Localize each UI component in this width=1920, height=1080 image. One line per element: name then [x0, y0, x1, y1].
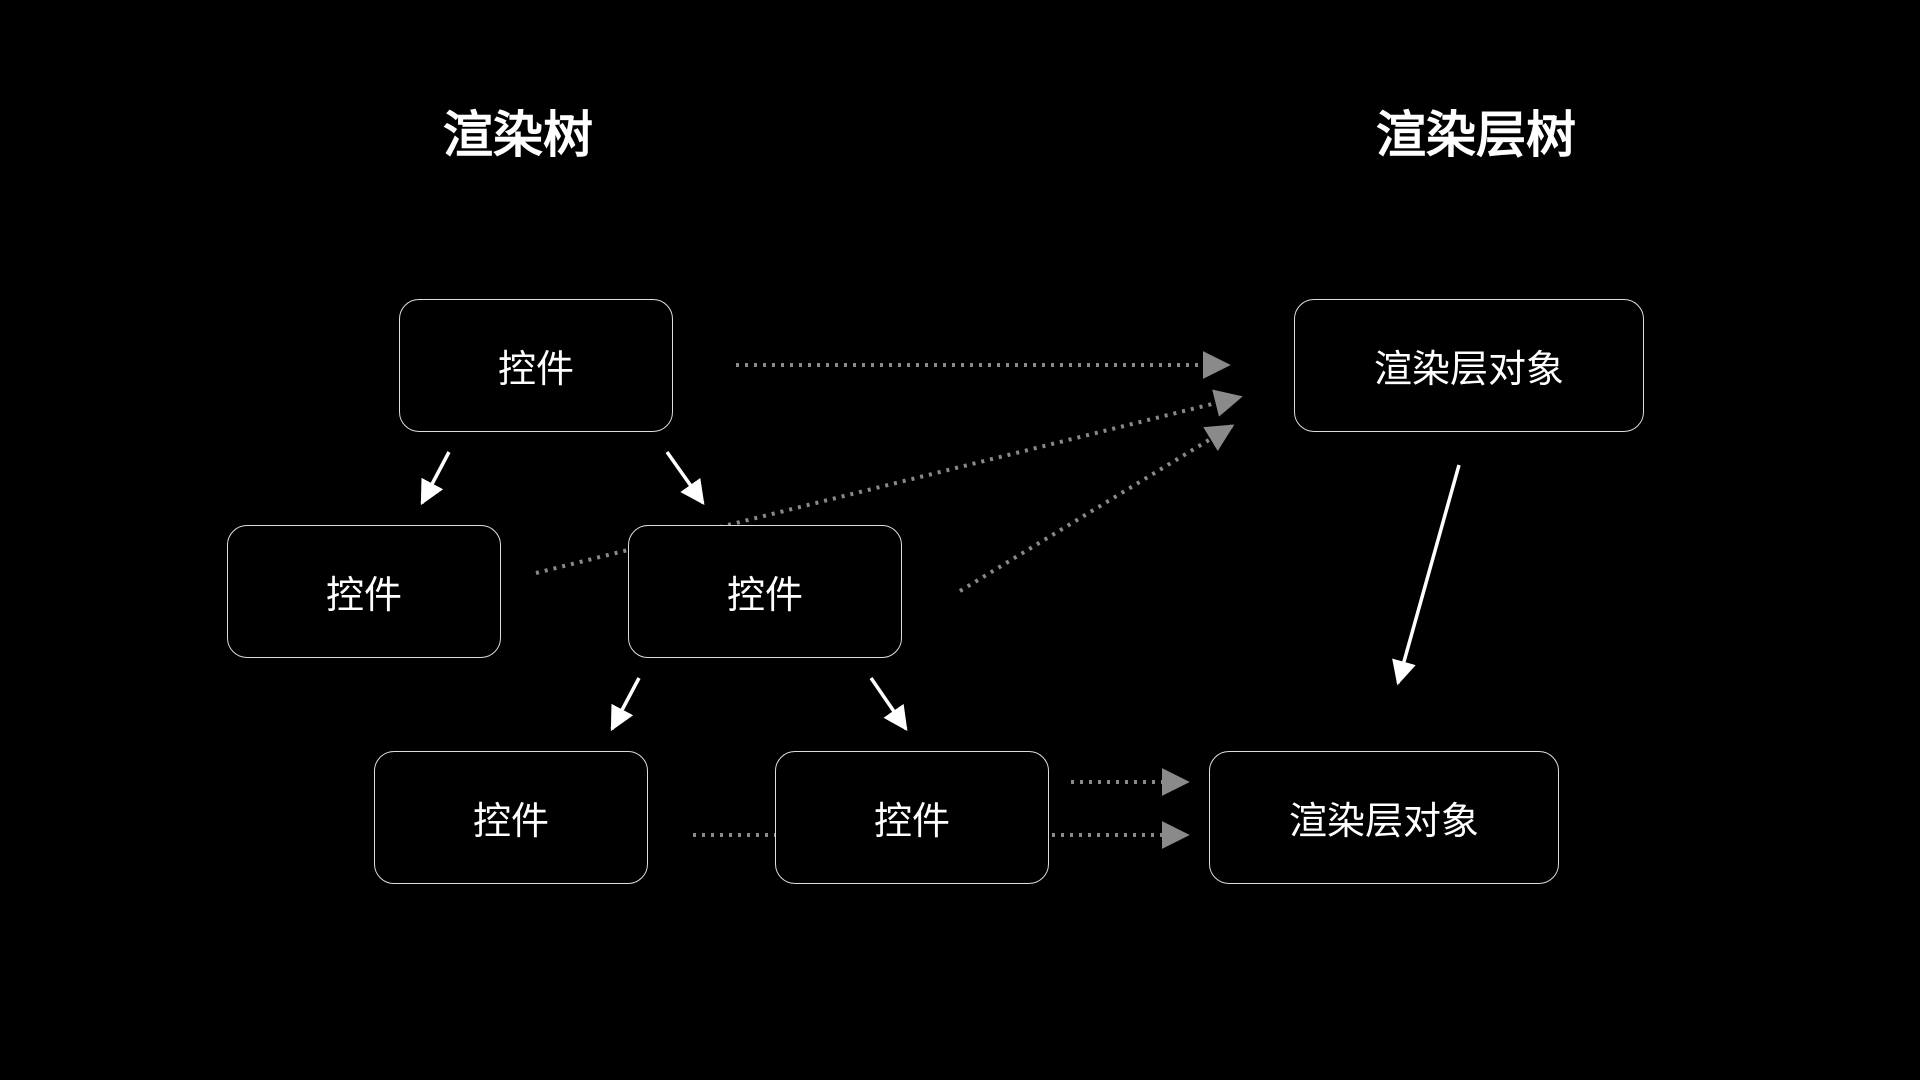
solid-arrow-root-to-mid [665, 450, 705, 506]
layer-object-node-top: 渲染层对象 [1294, 299, 1644, 432]
widget-node-middle: 控件 [628, 525, 902, 658]
solid-arrow-mid-to-bottom-right [869, 677, 908, 732]
widget-node-bottom-right: 控件 [775, 751, 1049, 884]
solid-arrow-root-to-left [420, 451, 451, 506]
dotted-arrow-left-to-layer-top [535, 389, 1243, 575]
dotted-arrow-mid-to-layer-top [958, 424, 1235, 593]
widget-node-left: 控件 [227, 525, 501, 658]
render-tree-title: 渲染树 [443, 106, 593, 164]
solid-arrow-mid-to-bottom-left [610, 677, 641, 732]
widget-node-bottom-left: 控件 [374, 751, 648, 884]
layer-object-node-bottom: 渲染层对象 [1209, 751, 1559, 884]
layer-tree-title: 渲染层树 [1376, 106, 1576, 164]
solid-arrow-layer-top-to-layer-bottom [1392, 464, 1461, 686]
widget-node-root: 控件 [399, 299, 673, 432]
